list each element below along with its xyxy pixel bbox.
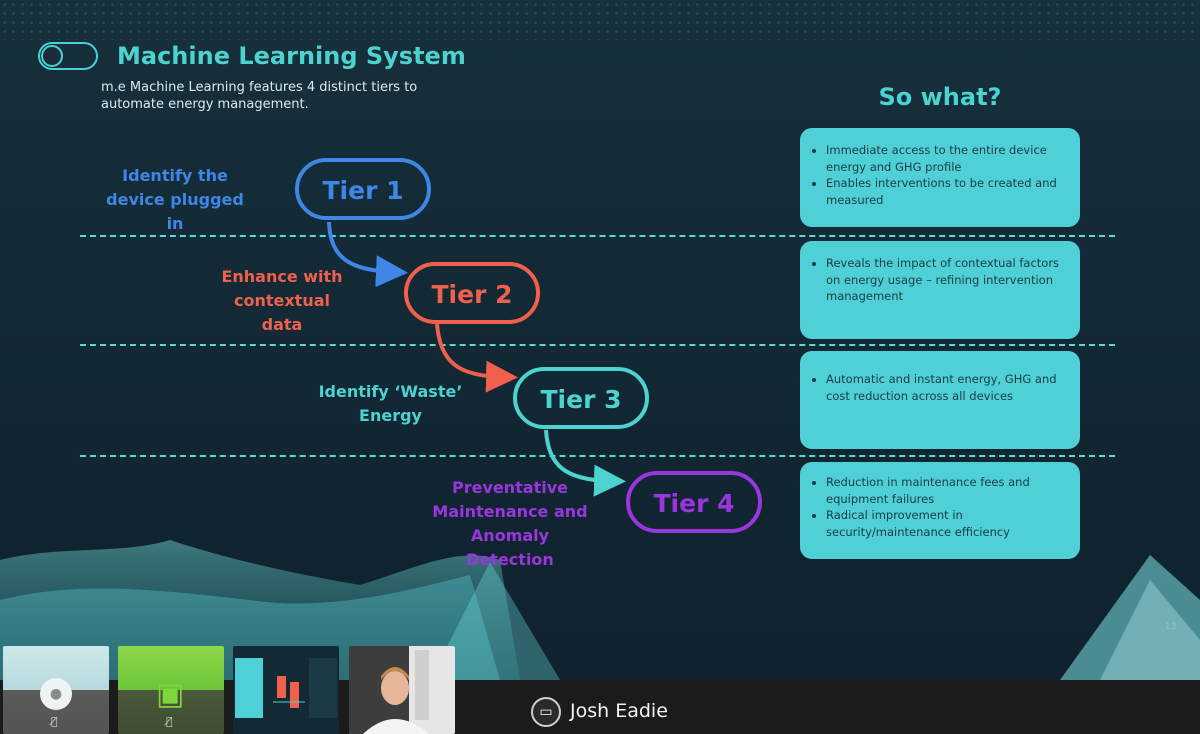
so-what-card-4: Reduction in maintenance fees and equipm… xyxy=(800,462,1080,559)
tier-3-description: Identify ‘Waste’ Energy xyxy=(318,382,463,425)
card-bullet: Reduction in maintenance fees and equipm… xyxy=(826,474,1066,507)
so-what-card-1: Immediate access to the entire device en… xyxy=(800,128,1080,227)
tier-4-description: Preventative Maintenance and Anomaly Det… xyxy=(432,478,588,569)
so-what-card-2: Reveals the impact of contextual factors… xyxy=(800,241,1080,339)
space-invader-icon: ▣ xyxy=(156,677,185,712)
tier-2-description: Enhance with contextual data xyxy=(221,267,343,334)
tier-1-badge: Tier 1 xyxy=(295,158,431,220)
tier-2-badge: Tier 2 xyxy=(404,262,540,324)
tier-3-badge: Tier 3 xyxy=(513,367,649,429)
slide-subtitle: m.e Machine Learning features 4 distinct… xyxy=(101,80,418,112)
card-bullet: Enables interventions to be created and … xyxy=(826,175,1066,208)
slide-page-number: 13 xyxy=(1165,622,1177,632)
tier-connector-arrows xyxy=(327,221,626,497)
mic-muted-icon: 🎙̸ xyxy=(166,715,173,728)
tier-4-badge: Tier 4 xyxy=(626,471,762,533)
mic-muted-icon: 🎙̸ xyxy=(51,715,58,728)
card-bullet: Automatic and instant energy, GHG and co… xyxy=(826,371,1066,404)
divider-line xyxy=(80,455,1115,457)
tier-1-description: Identify the device plugged in xyxy=(106,166,244,233)
arrow-tier3-to-tier4 xyxy=(544,429,626,497)
participant-tile-1[interactable]: ● 🎙̸ xyxy=(3,646,109,734)
participant-tile-slide-thumbnail[interactable] xyxy=(233,646,339,734)
arrow-tier1-to-tier2 xyxy=(327,221,408,288)
dot-pattern xyxy=(0,0,1200,40)
user-icon: ● xyxy=(40,678,72,710)
logo-icon xyxy=(38,42,98,70)
slide-title: Machine Learning System xyxy=(117,42,466,70)
card-bullet: Immediate access to the entire device en… xyxy=(826,142,1066,175)
slide-thumbnail xyxy=(235,658,337,718)
screen-share-icon: ▭ xyxy=(531,697,561,727)
so-what-heading: So what? xyxy=(878,83,1002,111)
arrow-tier2-to-tier3 xyxy=(435,323,518,393)
camera-video xyxy=(349,646,455,734)
so-what-card-3: Automatic and instant energy, GHG and co… xyxy=(800,351,1080,449)
divider-line xyxy=(80,235,1115,237)
divider-line xyxy=(80,344,1115,346)
card-bullet: Reveals the impact of contextual factors… xyxy=(826,255,1066,305)
presenter-name: Josh Eadie xyxy=(570,700,668,722)
card-bullet: Radical improvement in security/maintena… xyxy=(826,507,1066,540)
presentation-slide: Machine Learning System m.e Machine Lear… xyxy=(0,0,1200,680)
participant-tile-camera[interactable] xyxy=(349,646,455,734)
participant-tile-2[interactable]: ▣ 🎙̸ xyxy=(118,646,224,734)
